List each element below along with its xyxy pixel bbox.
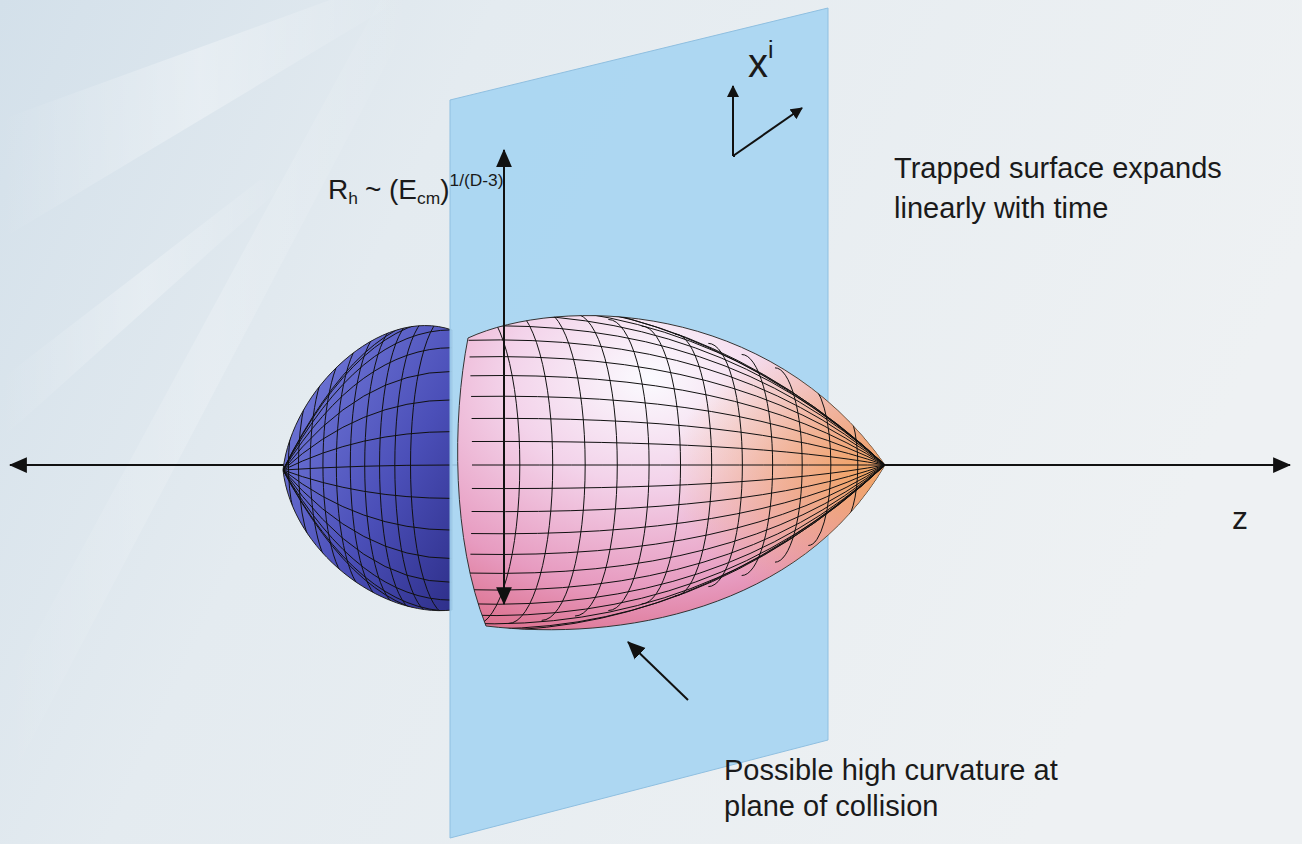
mesh-line [310,362,336,568]
mesh-line [775,368,802,562]
mesh-line [675,334,712,596]
mesh-line [463,301,885,465]
axis-label: z [1232,500,1248,537]
formula-subscript: h [348,188,358,208]
mesh-line [471,396,885,465]
mesh-line [472,441,885,465]
mesh-line [470,376,885,465]
mesh-line [466,314,885,465]
mesh-line [283,470,452,615]
formula-subscript: cm [417,188,440,208]
xi-axis [732,86,734,156]
mesh-line [472,465,885,466]
formula-part: R [328,174,348,205]
mesh-line [472,418,885,465]
mesh-line [283,348,452,470]
mesh-line [283,470,452,582]
mesh-line [283,330,452,470]
mesh-line [465,465,885,624]
leader-line [628,642,688,700]
axis-label: xi [748,36,774,86]
mesh-line [472,465,885,489]
horizon-radius-arrow [503,150,505,604]
annotation-note: Possible high curvature at plane of coll… [724,752,1069,824]
mesh-line [542,310,586,621]
formula-label: Rh ~ (Ecm)1/(D-3) [328,170,504,209]
formula-part: ) [440,174,449,205]
mesh-line [475,305,520,625]
left-half-ellipsoid [283,315,452,615]
mesh-line [283,315,452,470]
mesh-line [608,319,649,610]
mesh-line [466,465,885,616]
mesh-line [742,354,773,575]
mesh-line [508,307,552,624]
mesh-line [642,326,681,604]
mesh-line [350,330,384,600]
xi-axis [733,108,802,156]
mesh-line [842,407,858,522]
mesh-line [283,470,452,559]
formula-exponent: 1/(D-3) [450,170,504,190]
mesh-line [288,403,304,528]
axis-label: x [748,41,768,85]
mesh-line [471,465,885,534]
mesh-line [467,465,885,604]
formula-part: ~ (E [365,174,417,205]
mesh-line [462,465,885,631]
mesh-line [283,470,452,611]
mesh-line [708,343,742,586]
mesh-line [467,326,885,465]
mesh-line [462,299,885,465]
annotation-note: Trapped surface expands linearly with ti… [894,148,1224,228]
mesh-line [283,400,452,470]
xi-axis [733,155,735,157]
mesh-line [283,371,452,470]
mesh-line [283,470,452,498]
mesh-line [283,432,452,470]
axis-index: i [768,36,774,63]
mesh-line [575,314,617,616]
mesh-line [283,465,452,470]
mesh-line [283,319,452,470]
mesh-line [463,465,885,629]
mesh-line [465,306,885,465]
mesh-line [808,385,831,546]
mesh-line [283,470,452,530]
mesh-line [283,470,452,600]
right-half-ellipsoid [458,299,885,630]
